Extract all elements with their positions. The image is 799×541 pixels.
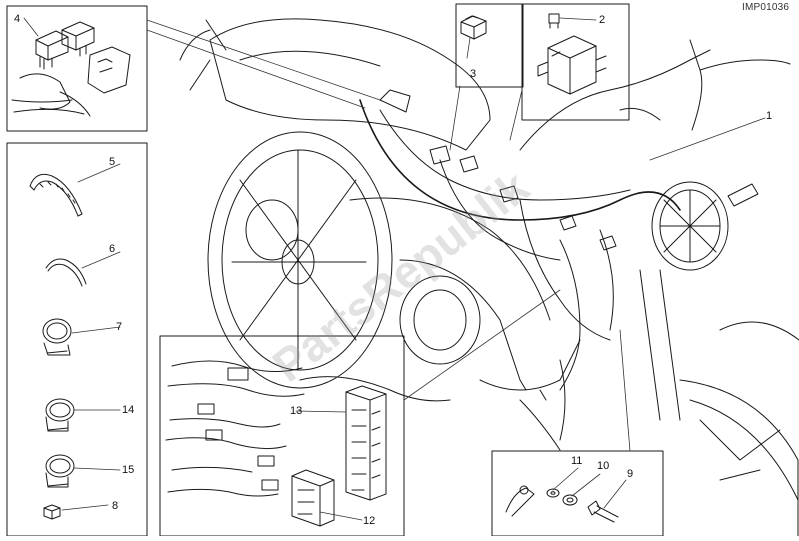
leader-2-inset: [559, 17, 597, 21]
leader-7: [71, 326, 121, 334]
callout-14: 14: [122, 404, 135, 416]
leader-11: [552, 467, 579, 491]
callout-5: 5: [109, 156, 116, 168]
wiring-connectors-detail: [165, 360, 305, 497]
washer-11-part: [546, 488, 560, 498]
leader-4: [146, 19, 381, 101]
fuse-box-inset-frame: [455, 3, 524, 88]
callout-11: 11: [571, 455, 583, 467]
callout-12: 12: [363, 515, 376, 527]
clamp-5-part: [29, 173, 83, 217]
leader-6: [81, 251, 121, 269]
front-wheel: [679, 379, 799, 537]
connector-cover-13-part: [345, 385, 387, 501]
callout-3: 3: [470, 68, 477, 80]
handlebar: [519, 49, 711, 151]
leader-9-10-11: [619, 329, 631, 452]
clamp-7-part: [42, 318, 72, 356]
callout-10: 10: [597, 460, 610, 472]
clamp-6-part: [45, 258, 87, 287]
relay-inset-frame: [6, 5, 148, 132]
leader-1: [649, 117, 766, 161]
relay-part: [11, 21, 131, 117]
washer-10-part: [562, 494, 578, 506]
rear-wheel: [207, 131, 393, 389]
leader-2: [509, 89, 523, 141]
fuel-tank: [209, 18, 491, 151]
callout-15: 15: [122, 464, 135, 476]
fuse-inset-frame: [521, 3, 630, 121]
leader-3-inset: [466, 37, 471, 59]
callout-8: 8: [112, 500, 119, 512]
reference-code: IMP01036: [742, 2, 790, 13]
clip-8-part: [43, 504, 61, 520]
fuse-box-part: [460, 15, 487, 40]
callout-1: 1: [766, 110, 773, 122]
front-fork: [639, 269, 681, 421]
callout-9: 9: [627, 468, 634, 480]
wiring-harness: [359, 99, 681, 221]
clamp-15-part: [45, 454, 75, 488]
callout-2: 2: [599, 14, 606, 26]
frame: [349, 197, 551, 321]
ground-terminal-part: [505, 485, 535, 517]
leader-13: [295, 410, 347, 413]
leader-12: [319, 511, 363, 521]
leader-5: [77, 163, 121, 183]
callout-13: 13: [290, 405, 303, 417]
leader-12-13: [403, 289, 561, 401]
motorcycle-body: [179, 18, 799, 537]
bolt-9-part: [587, 500, 619, 523]
headlight: [651, 181, 729, 271]
leader-10: [571, 473, 601, 497]
fuse-part: [537, 13, 607, 95]
turn-signal: [727, 183, 759, 207]
leader-4-inset: [23, 17, 39, 37]
engine-cover: [399, 275, 481, 365]
connector-cover-12-part: [291, 469, 335, 527]
clamp-14-part: [45, 398, 75, 432]
callout-7: 7: [116, 321, 123, 333]
leader-15: [73, 467, 121, 471]
callout-4: 4: [14, 13, 21, 25]
leader-9: [603, 479, 627, 509]
leader-8: [61, 504, 109, 511]
leader-lines: [23, 17, 766, 521]
leader-3: [449, 85, 461, 151]
callout-6: 6: [109, 243, 116, 255]
